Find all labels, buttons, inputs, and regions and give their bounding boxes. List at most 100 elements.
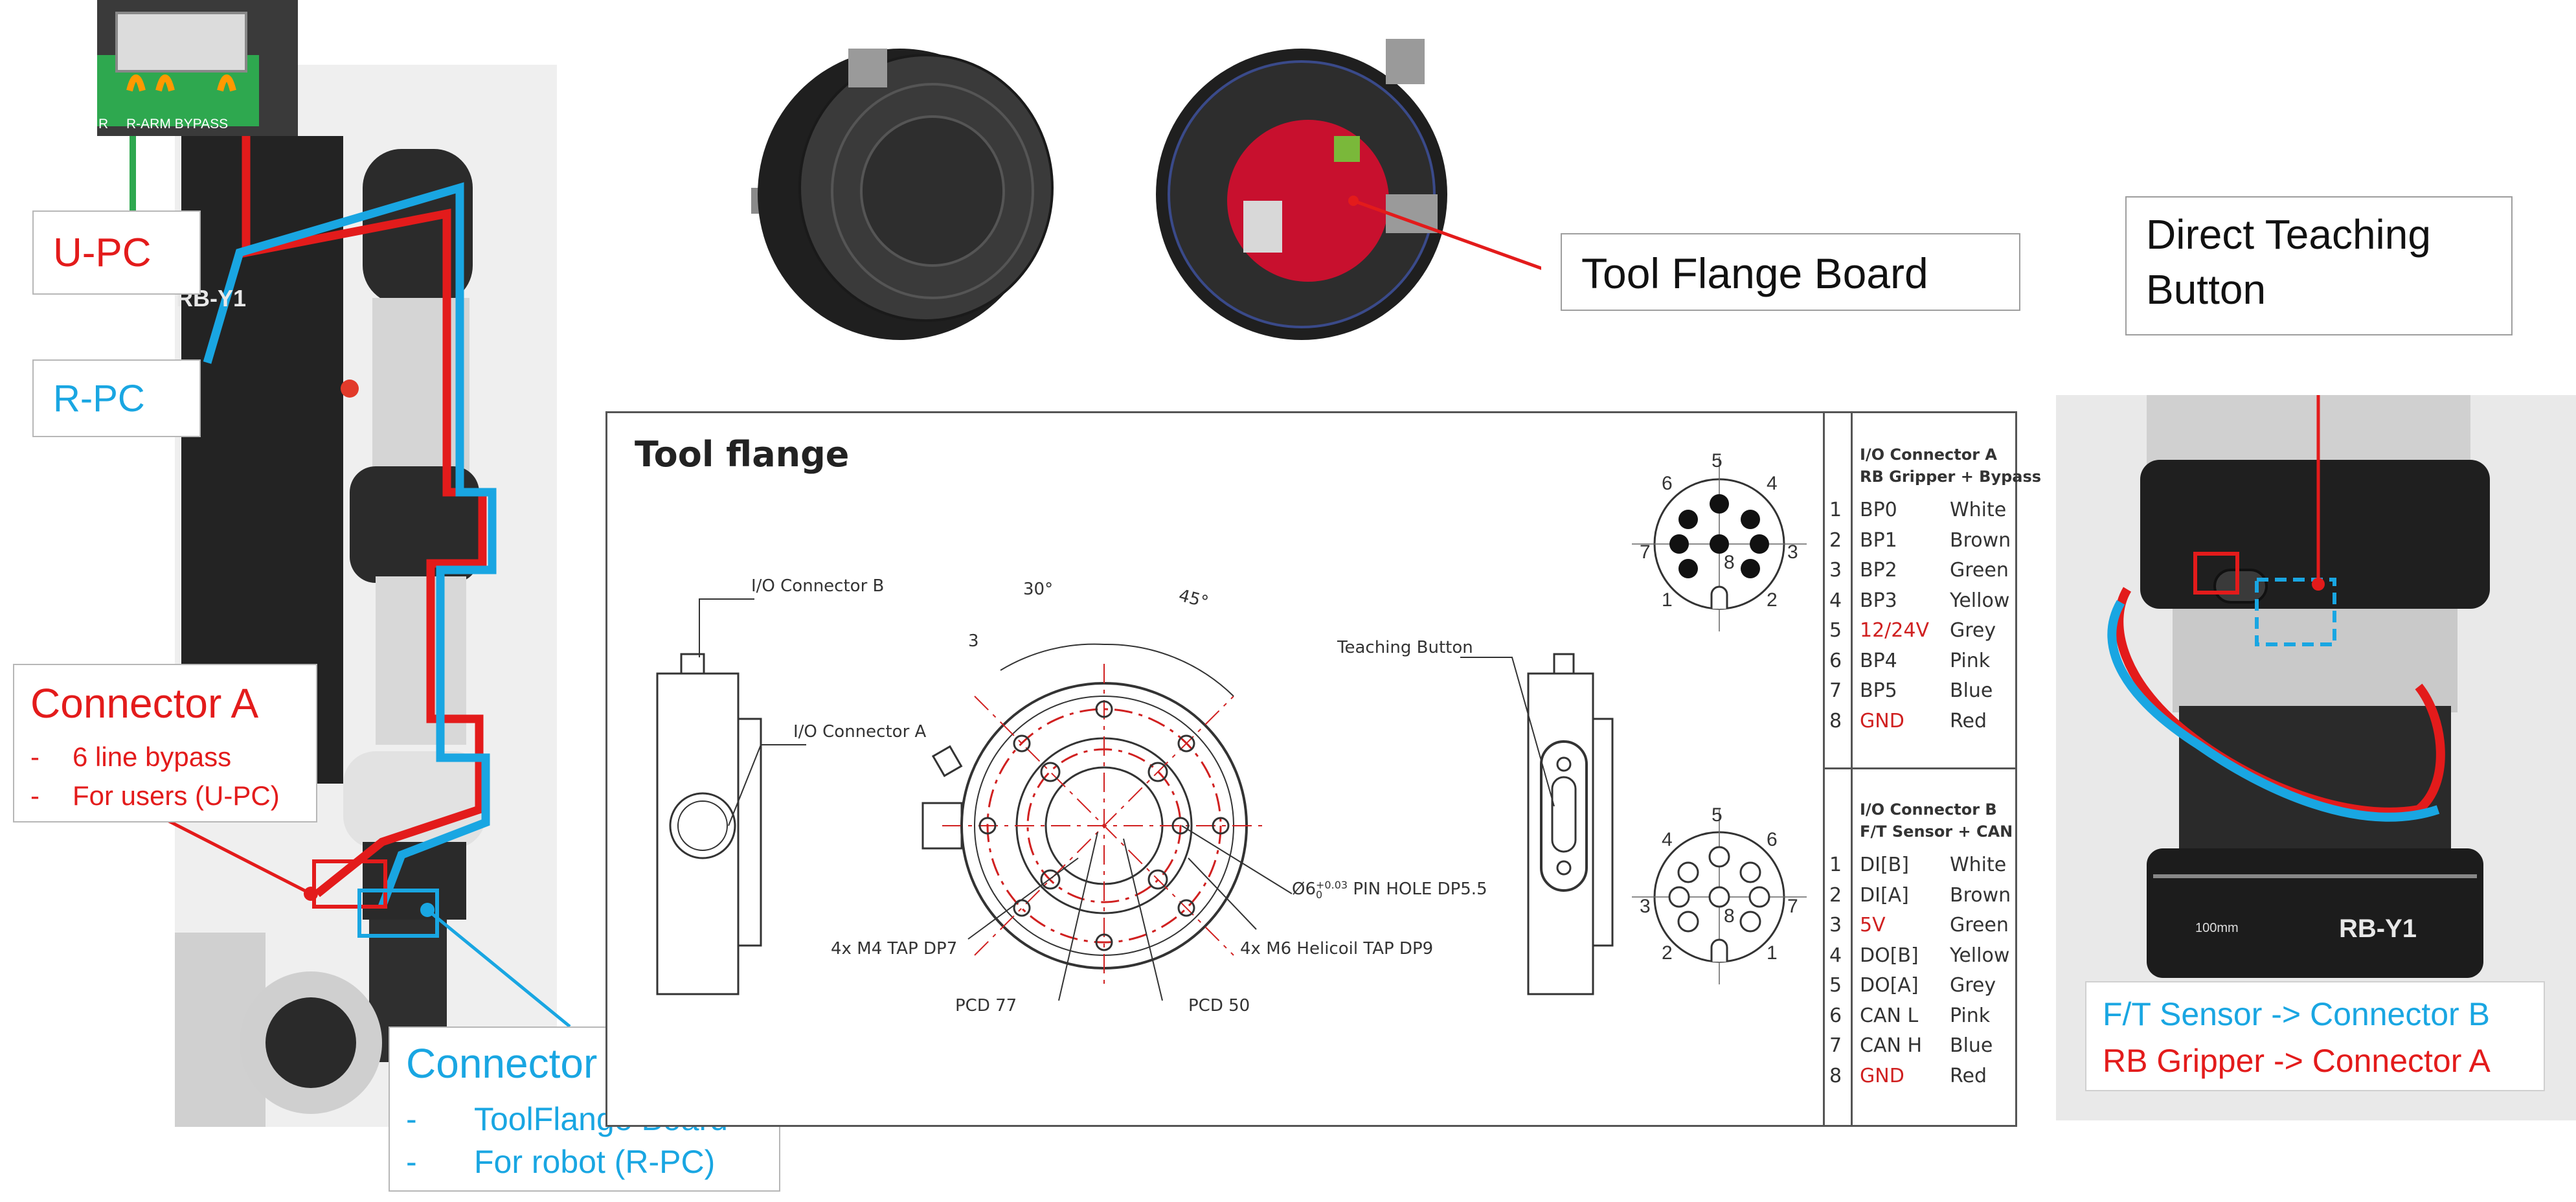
pin-wire-color: Blue [1950,1034,1993,1057]
pin-wire-color: White [1950,854,2007,876]
pin-number: 3 [1829,914,1842,936]
label-io-connector-b: I/O Connector B [751,576,885,596]
pinA-num-8: 8 [1724,552,1735,573]
right-gripper-drawing [2107,395,2490,978]
pin-wire-color: Pink [1950,1004,1991,1027]
pin-signal: CAN H [1860,1034,1923,1057]
label-pcd50: PCD 50 [1188,996,1250,1015]
pin-wire-color: Yellow [1950,944,2010,967]
pin-signal: BP5 [1860,679,1897,702]
pinB-num-7: 7 [1787,896,1798,917]
tool-flange-board-label: Tool Flange Board [1581,249,1928,297]
table-a-subtitle: RB Gripper + Bypass [1860,468,2042,486]
pin-signal: DI[A] [1860,883,1909,907]
table-a-title: I/O Connector A [1860,446,1997,464]
tool-flange-board-callout: Tool Flange Board [1561,233,2020,311]
rpc-callout: R-PC [32,359,201,437]
left-robot-drawing [97,0,571,1127]
gripper-blue-cable [2107,600,2440,822]
scale-text: 100mm [2195,921,2239,935]
pinA-num-1: 1 [1662,589,1673,611]
direct-teaching-callout: Direct Teaching Button [2125,196,2513,335]
pin-signal: BP1 [1860,528,1897,552]
pin-diagram-b [1632,810,1807,984]
label-m4-tap: 4x M4 TAP DP7 [831,939,958,958]
tool-flange-renders [751,39,1541,340]
pin-number: 5 [1829,619,1842,642]
connector-a-marker [312,859,387,909]
pin-number: 2 [1829,528,1842,552]
pin-wire-color: Brown [1950,883,2011,907]
rpc-cable-line [203,182,497,909]
connector-a-marker-right [2193,552,2239,595]
upc-cable-line [242,136,487,898]
pin-wire-color: Blue [1950,679,1993,702]
pin-wire-color: Brown [1950,528,2011,552]
connector-b-dash-2: - [406,1144,417,1180]
table-b-title: I/O Connector B [1860,800,1997,819]
pin-signal: BP2 [1860,559,1897,582]
label-pin-hole-tol-upper: +0.03 [1316,878,1348,891]
connector-a-line-2: For users (U-PC) [73,780,280,811]
pinA-num-4: 4 [1767,473,1778,494]
pin-signal: BP3 [1860,589,1897,612]
pinB-num-6: 6 [1767,829,1778,850]
pin-signal: BP4 [1860,649,1897,672]
pinA-num-6: 6 [1662,473,1673,494]
pin-number: 6 [1829,649,1842,672]
pin-signal: 5V [1860,914,1886,936]
pinA-num-7: 7 [1640,541,1651,563]
pin-signal: DO[B] [1860,944,1919,967]
connector-b-title: Connector B [406,1040,637,1087]
drawing-title: Tool flange [635,434,850,475]
pinB-num-2: 2 [1662,942,1673,964]
upc-callout: U-PC [32,210,201,295]
connector-a-dash-2: - [30,780,40,811]
pinB-num-5: 5 [1712,804,1723,826]
label-teaching-button: Teaching Button [1337,638,1473,657]
connector-b-dash-1: - [406,1101,417,1137]
pin-wire-color: Grey [1950,619,1996,642]
pin-signal: 12/24V [1860,619,1929,642]
label-pin-hole-text: PIN HOLE DP5.5 [1353,879,1487,899]
pin-signal: DI[B] [1860,854,1909,876]
pinB-num-4: 4 [1662,829,1673,850]
legend-rb-gripper: RB Gripper -> Connector A [2103,1043,2491,1079]
pin-wire-color: Green [1950,914,2009,936]
pin-wire-color: Yellow [1950,589,2010,612]
label-pin-hole-dia: Ø6 [1292,879,1316,899]
pin-number: 8 [1829,709,1842,732]
pin-signal: BP0 [1860,499,1897,521]
panel-label: R-ARM BYPASS [126,117,229,131]
pin-number: 1 [1829,499,1842,521]
pin-number: 4 [1829,944,1842,967]
panel-side-letter: R [98,117,109,131]
pinA-num-2: 2 [1767,589,1778,611]
legend-ft-sensor: F/T Sensor -> Connector B [2103,996,2490,1032]
direct-teaching-line-2: Button [2146,266,2266,313]
label-pcd77: PCD 77 [955,996,1017,1015]
upc-label: U-PC [53,231,152,275]
pin-wire-color: White [1950,499,2007,521]
pin-wire-color: Red [1950,1064,1987,1087]
pin-signal: CAN L [1860,1004,1919,1027]
connector-b-line-2: For robot (R-PC) [474,1144,716,1180]
connector-legend-box: F/T Sensor -> Connector B RB Gripper -> … [2085,981,2545,1091]
pinA-num-5: 5 [1712,450,1723,471]
pin-wire-color: Grey [1950,974,1996,997]
pin-number: 1 [1829,854,1842,876]
pin-number: 7 [1829,679,1842,702]
pin-wire-color: Red [1950,709,1987,732]
pin-signal: GND [1860,1064,1904,1087]
connector-a-title: Connector A [30,680,259,727]
connector-a-line-1: 6 line bypass [73,742,232,772]
pin-number: 2 [1829,883,1842,907]
connector-a-dash-1: - [30,742,40,772]
teaching-button-marker [2255,578,2336,646]
pin-wire-color: Green [1950,559,2009,582]
table-b-subtitle: F/T Sensor + CAN [1860,822,2013,841]
pinB-num-8: 8 [1724,905,1735,927]
flange-technical-drawing [656,457,1807,1001]
pin-signal: DO[A] [1860,974,1919,997]
